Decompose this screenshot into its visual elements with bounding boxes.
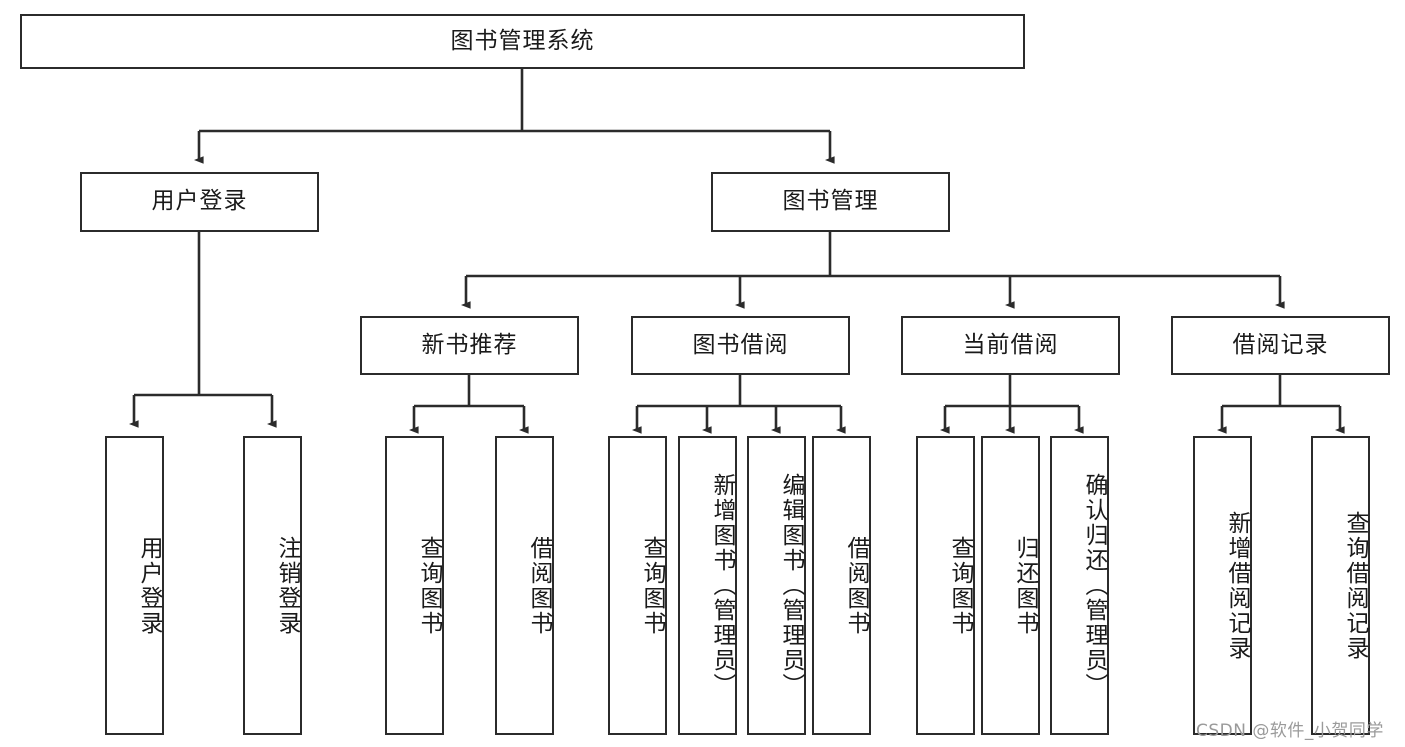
node-label: 用户登录 — [136, 535, 162, 636]
leaf-recommend-borrow-book[interactable]: 借阅图书 — [495, 436, 554, 735]
node-label: 归还图书 — [1012, 535, 1038, 636]
leaf-current-return-book[interactable]: 归还图书 — [981, 436, 1040, 735]
node-label: 查询借阅记录 — [1342, 510, 1368, 661]
leaf-user-login-login[interactable]: 用户登录 — [105, 436, 164, 735]
leaf-borrow-edit-book-admin[interactable]: 编辑图书（管理员） — [747, 436, 806, 735]
leaf-recommend-query-book[interactable]: 查询图书 — [385, 436, 444, 735]
node-label: 借阅图书 — [843, 535, 869, 636]
node-label: 图书管理系统 — [450, 27, 595, 54]
leaf-record-query-borrow-record[interactable]: 查询借阅记录 — [1311, 436, 1370, 735]
node-new-book-recommend[interactable]: 新书推荐 — [360, 316, 579, 375]
leaf-borrow-borrow-book[interactable]: 借阅图书 — [812, 436, 871, 735]
node-current-borrow[interactable]: 当前借阅 — [901, 316, 1120, 375]
csdn-watermark: CSDN @软件_小贺同学 — [1196, 721, 1384, 741]
node-label: 借阅记录 — [1232, 331, 1329, 358]
node-label: 新增借阅记录 — [1224, 510, 1250, 661]
node-book-borrow[interactable]: 图书借阅 — [631, 316, 850, 375]
node-label: 当前借阅 — [962, 331, 1059, 358]
leaf-user-login-logout[interactable]: 注销登录 — [243, 436, 302, 735]
node-book-management[interactable]: 图书管理 — [711, 172, 950, 232]
node-label: 注销登录 — [274, 535, 300, 636]
leaf-current-query-book[interactable]: 查询图书 — [916, 436, 975, 735]
node-label: 借阅图书 — [526, 535, 552, 636]
node-label: 新书推荐 — [421, 331, 518, 358]
node-user-login[interactable]: 用户登录 — [80, 172, 319, 232]
leaf-borrow-query-book[interactable]: 查询图书 — [608, 436, 667, 735]
node-root-book-management-system[interactable]: 图书管理系统 — [20, 14, 1025, 69]
node-label: 查询图书 — [639, 535, 665, 636]
node-label: 编辑图书（管理员） — [778, 473, 804, 698]
node-label: 用户登录 — [151, 188, 248, 215]
node-label: 图书管理 — [782, 188, 879, 215]
node-label: 确认归还（管理员） — [1081, 473, 1107, 698]
leaf-borrow-add-book-admin[interactable]: 新增图书（管理员） — [678, 436, 737, 735]
node-borrow-record[interactable]: 借阅记录 — [1171, 316, 1390, 375]
leaf-current-confirm-return-admin[interactable]: 确认归还（管理员） — [1050, 436, 1109, 735]
node-label: 查询图书 — [947, 535, 973, 636]
node-label: 新增图书（管理员） — [709, 473, 735, 698]
leaf-record-add-borrow-record[interactable]: 新增借阅记录 — [1193, 436, 1252, 735]
node-label: 查询图书 — [416, 535, 442, 636]
node-label: 图书借阅 — [692, 331, 789, 358]
